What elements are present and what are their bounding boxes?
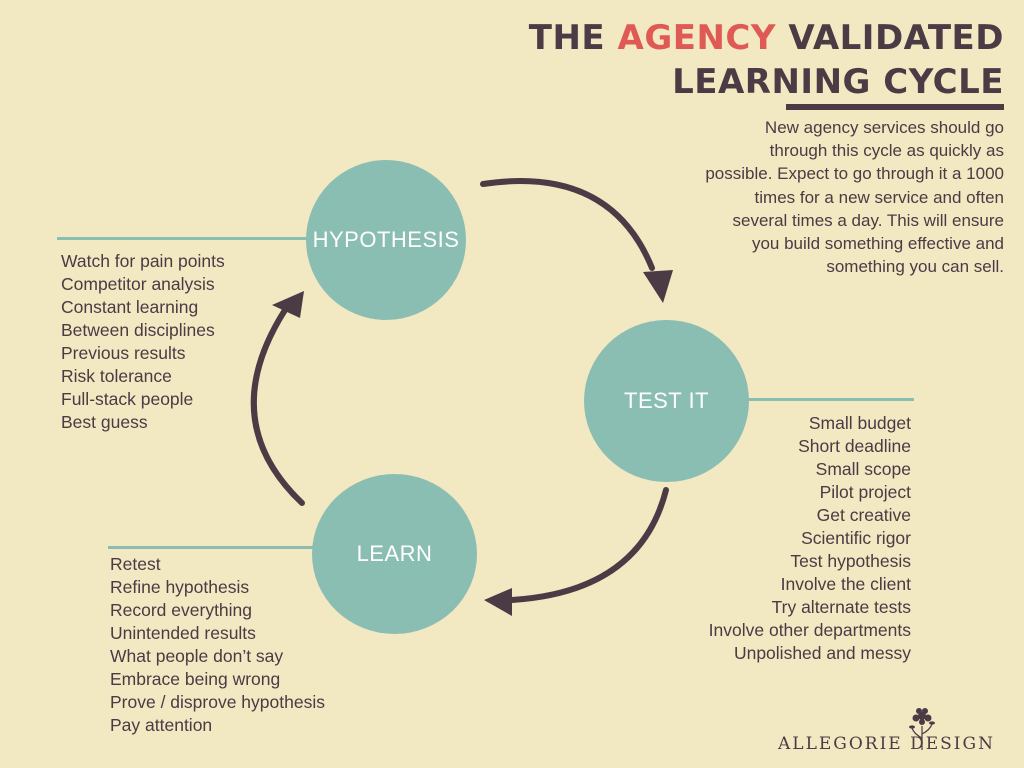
arrow-learn-to-hypothesis (250, 307, 305, 506)
list-item: Unpolished and messy (733, 643, 911, 663)
title-underline (786, 104, 1004, 110)
list-item: Competitor analysis (61, 274, 215, 294)
learn-node: LEARN (312, 474, 477, 634)
title-line-2: LEARNING CYCLE (672, 62, 1004, 102)
list-item: Retest (110, 554, 161, 574)
list-item: Try alternate tests (771, 597, 911, 617)
list-item: Short deadline (798, 436, 911, 456)
learn-node-label: LEARN (356, 541, 433, 566)
list-item: Risk tolerance (61, 366, 172, 386)
list-item: Get creative (816, 505, 911, 525)
list-item: Involve other departments (708, 620, 911, 640)
test-connector-line (744, 398, 914, 401)
list-item: Record everything (110, 600, 253, 620)
test-list: Small budget Short deadline Small scope … (709, 412, 911, 665)
arrowhead-test (643, 270, 673, 303)
list-item: Between disciplines (61, 320, 215, 340)
hypothesis-node: HYPOTHESIS (306, 160, 466, 320)
test-node-label: TEST IT (624, 388, 709, 413)
list-item: Watch for pain points (61, 251, 225, 271)
list-item: Best guess (61, 412, 148, 432)
list-item: Test hypothesis (790, 551, 911, 571)
arrow-test-to-learn (509, 487, 669, 603)
list-item: Previous results (61, 343, 186, 363)
list-item: Pilot project (819, 482, 911, 502)
list-item: Small scope (815, 459, 911, 479)
flower-icon (909, 708, 935, 750)
hypothesis-node-label: HYPOTHESIS (312, 227, 460, 252)
learn-connector-line (108, 546, 313, 549)
list-item: Scientific rigor (801, 528, 911, 548)
logo-wordmark: ALLEGORIE DESIGN (778, 734, 995, 754)
list-item: Embrace being wrong (110, 669, 281, 689)
list-item: Full-stack people (61, 389, 194, 409)
list-item: Prove / disprove hypothesis (110, 692, 325, 712)
arrow-hypothesis-to-test (480, 178, 655, 271)
list-item: Constant learning (61, 297, 199, 317)
learn-list: Retest Refine hypothesis Record everythi… (110, 553, 325, 737)
title-line-1: THE AGENCY VALIDATED (528, 18, 1004, 58)
arrowhead-learn (484, 588, 512, 616)
test-node: TEST IT (584, 320, 749, 482)
list-item: Pay attention (110, 715, 213, 735)
hypothesis-list: Watch for pain points Competitor analysi… (61, 250, 225, 434)
list-item: Refine hypothesis (110, 577, 250, 597)
list-item: Small budget (808, 413, 911, 433)
description-text: New agency services should go through th… (705, 118, 1004, 277)
list-item: Unintended results (110, 623, 256, 643)
arrowhead-hypothesis (272, 291, 304, 318)
allegorie-design-logo: ALLEGORIE DESIGN (778, 706, 1018, 756)
hypothesis-connector-line (57, 237, 307, 240)
page-title: THE AGENCY VALIDATED LEARNING CYCLE (529, 16, 1004, 104)
title-accent: AGENCY (617, 18, 776, 58)
list-item: What people don’t say (110, 646, 284, 666)
list-item: Involve the client (780, 574, 911, 594)
